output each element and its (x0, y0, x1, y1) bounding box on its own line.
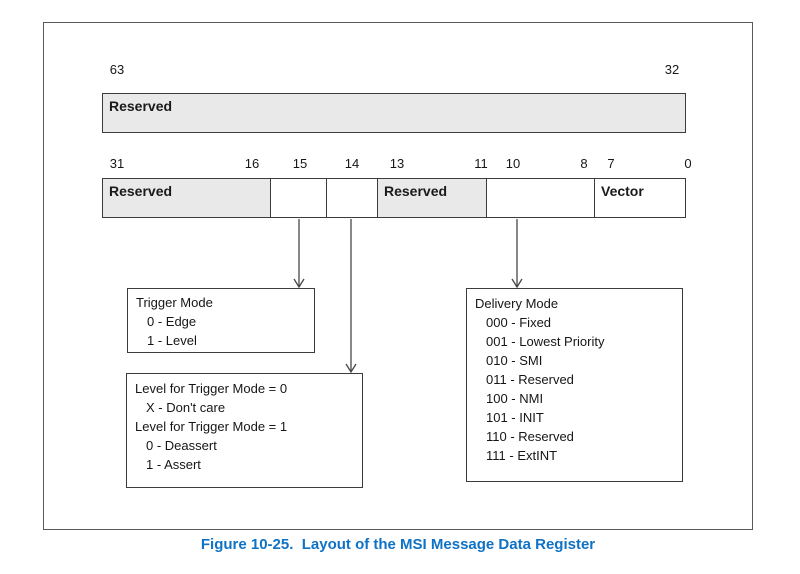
bit-label-16: 16 (244, 156, 260, 171)
delivery-mode-item: 111 - ExtINT (486, 448, 558, 463)
delivery-mode-item: 011 - Reserved (486, 372, 574, 387)
level-item: 0 - Deassert (146, 438, 217, 453)
trigger-mode-title: Trigger Mode (136, 295, 213, 310)
bit-label-11: 11 (474, 156, 488, 171)
delivery-mode-title: Delivery Mode (475, 296, 559, 311)
delivery-mode-item: 101 - INIT (486, 410, 544, 425)
delivery-mode-box: Delivery Mode 000 - Fixed 001 - Lowest P… (466, 288, 683, 482)
trigger-mode-item: 0 - Edge (147, 314, 197, 329)
field-reserved-13-11: Reserved (378, 179, 487, 217)
delivery-mode-item: 110 - Reserved (486, 429, 574, 444)
field-delivery-mode-10-8 (487, 179, 595, 217)
bit-label-32: 32 (664, 62, 680, 77)
trigger-mode-item: 1 - Level (147, 333, 197, 348)
field-trigger-mode-bit15 (271, 179, 327, 217)
register-high-dword: Reserved (102, 93, 686, 133)
bit-label-13: 13 (389, 156, 405, 171)
delivery-mode-item: 010 - SMI (486, 353, 543, 368)
field-level-bit14 (327, 179, 378, 217)
bit-label-63: 63 (109, 62, 125, 77)
bit-label-31: 31 (109, 156, 125, 171)
figure-caption: Figure 10-25. Layout of the MSI Message … (200, 536, 596, 553)
field-vector-7-0: Vector (601, 183, 644, 199)
trigger-mode-box: Trigger Mode 0 - Edge 1 - Level (127, 288, 315, 353)
delivery-mode-item: 000 - Fixed (486, 315, 552, 330)
bit-label-0: 0 (684, 156, 692, 171)
level-title: Level for Trigger Mode = 1 (135, 419, 288, 434)
register-low-dword: Reserved Reserved Vector (102, 178, 686, 218)
level-item: 1 - Assert (146, 457, 201, 472)
level-item: X - Don't care (146, 400, 226, 415)
delivery-mode-item: 100 - NMI (486, 391, 544, 406)
bit-label-14: 14 (344, 156, 360, 171)
bit-label-7: 7 (607, 156, 615, 171)
level-box: Level for Trigger Mode = 0 X - Don't car… (126, 373, 363, 488)
bit-label-10: 10 (505, 156, 521, 171)
delivery-mode-item: 001 - Lowest Priority (486, 334, 605, 349)
field-reserved-31-16: Reserved (103, 179, 271, 217)
field-reserved-63-32: Reserved (109, 98, 173, 114)
bit-label-8: 8 (580, 156, 588, 171)
bit-label-15: 15 (292, 156, 308, 171)
level-title: Level for Trigger Mode = 0 (135, 381, 288, 396)
